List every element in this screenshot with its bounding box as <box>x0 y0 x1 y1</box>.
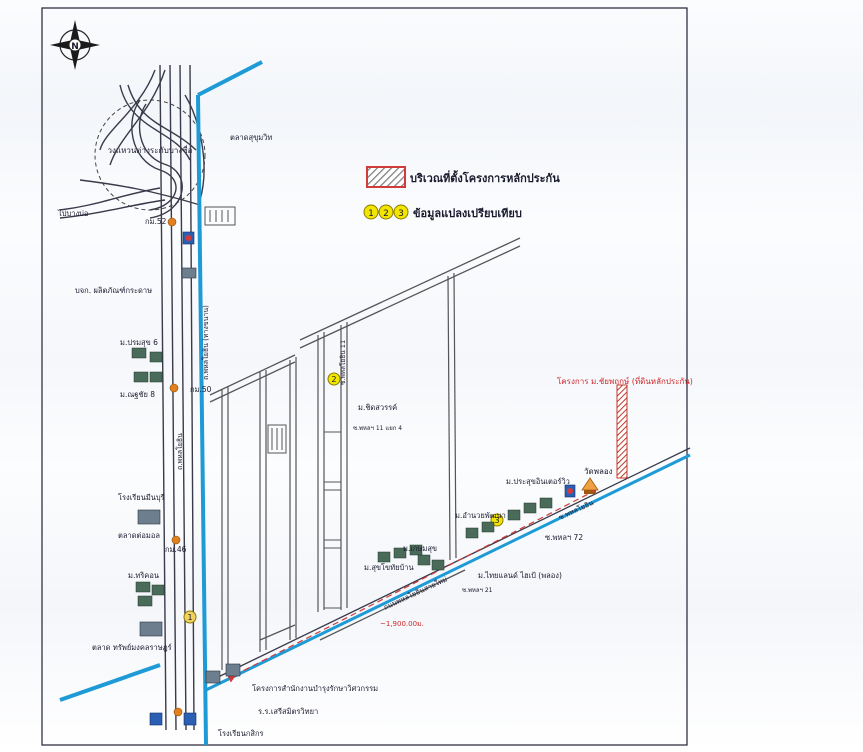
label-soi-21: ซ.พหลฯ 21 <box>462 587 493 594</box>
legend-marker-3-text: 3 <box>398 209 404 219</box>
label-soi-vertical: ซ.พหลโยธิน 11 <box>339 340 347 385</box>
label-prathan-village: ม.ปรมสุข 6 <box>120 338 158 347</box>
interchange-label: วงแหวนต่างระดับบางซื่อ <box>108 144 193 155</box>
label-road-highway: ถ.พหลโยธิน <box>175 433 184 470</box>
temple-icon <box>581 477 599 494</box>
comparable-marker-1: 1 <box>183 610 197 624</box>
label-soi-72: ซ.พหลฯ 72 <box>545 533 583 542</box>
label-market-mid: ตลาดต่อมอล <box>118 531 160 540</box>
label-village-chatsawan: ม.ชิดสวรรค์ <box>358 403 397 412</box>
label-natsiri: ม.ณฐชัย 8 <box>120 390 155 399</box>
north-arrow-icon: N <box>50 20 100 70</box>
label-village-trikon: ม.ทริคอน <box>128 571 159 580</box>
legend-marker-1-text: 1 <box>368 209 374 219</box>
vertical-sois <box>221 272 457 670</box>
blocks <box>204 206 342 609</box>
project-site-hatch <box>616 384 628 479</box>
legend-marker-3 <box>393 204 409 220</box>
label-road-parallel: ถ.พหลโยธิน (ทางขนาน) <box>201 305 210 380</box>
legend-marker-1 <box>363 204 379 220</box>
legend: บริเวณที่ตั้งโครงการหลักประกัน 1 2 3 ข้อ… <box>363 166 560 221</box>
building-icons <box>137 267 241 684</box>
comparable-marker-3-text: 3 <box>494 516 499 525</box>
label-factory: บจก. ผลิตภัณฑ์กระดาษ <box>75 286 152 295</box>
label-km52: กม.52 <box>145 217 167 226</box>
comparable-marker-2: 2 <box>327 372 341 386</box>
upper-roads <box>209 237 521 641</box>
label-school-bottom: ร.ร.เสรีสมิตรวิทยา <box>258 707 318 716</box>
label-market-bottom: ตลาด ทรัพย์มงคลราษฎร์ <box>92 643 172 652</box>
distance-label: ~1,900.00ม. <box>380 620 424 628</box>
label-km46: กม.46 <box>165 545 187 554</box>
interchange-ramps <box>59 69 205 219</box>
label-soi-11: ซ.พหลฯ 11 แยก 4 <box>353 425 402 432</box>
label-school: โรงเรียนมีนบุรี <box>118 493 165 502</box>
comparable-marker-2-text: 2 <box>331 375 336 384</box>
temple-label: วัดพลอง <box>584 467 613 476</box>
project-label: โครงการ ม.ชัยพฤกษ์ (ที่ดินหลักประกัน) <box>557 375 693 386</box>
label-village-sukhothai: ม.สุขโขทัยบ้าน <box>364 563 414 572</box>
label-village-anan: ม.อำนวยพัฒนา <box>455 511 506 520</box>
label-school-last: โรงเรียนกสิกร <box>218 729 264 738</box>
label-project-school: โครงการสำนักงานบำรุงรักษาวิศวกรรม <box>252 684 378 693</box>
label-village-kasem: ม.เกษมสุข <box>403 544 437 553</box>
house-icons <box>131 347 553 607</box>
legend-comparables: ข้อมูลแปลงเปรียบเทียบ <box>413 207 522 221</box>
label-village-thailand: ม.ไทยแลนด์ ไฮเป้ (พลอง) <box>478 571 562 580</box>
comparable-marker-1-text: 1 <box>187 613 192 622</box>
km-post-icons <box>167 217 183 717</box>
legend-hatch-swatch <box>366 166 406 188</box>
canal <box>59 60 691 746</box>
distance-arrow <box>226 487 601 683</box>
legend-marker-2-text: 2 <box>383 209 389 219</box>
legend-marker-2 <box>378 204 394 220</box>
map-frame <box>41 7 688 746</box>
gas-station-icons <box>149 231 576 726</box>
label-km50: กม.50 <box>190 385 212 394</box>
label-market-top: ตลาดสุขุมวิท <box>230 133 272 142</box>
legend-project-site: บริเวณที่ตั้งโครงการหลักประกัน <box>410 170 560 185</box>
label-village-prasuk: ม.ประสุขอินเตอร์วิว <box>506 477 570 486</box>
label-to-bangphli: ไปบางบ่อ <box>57 209 88 218</box>
north-letter: N <box>71 42 79 52</box>
